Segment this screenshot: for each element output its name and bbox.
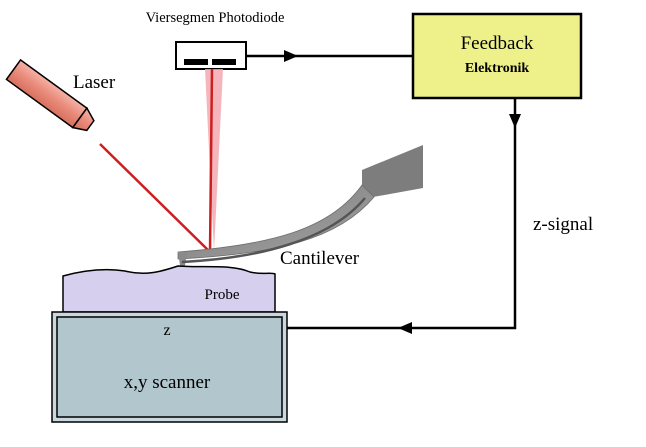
- feedback-title: Feedback: [461, 33, 534, 54]
- photodiode-label: Viersegmen Photodiode: [146, 10, 285, 26]
- photodiode: [175, 41, 247, 70]
- z-axis-label: z: [163, 322, 170, 339]
- probe-sample: [62, 265, 276, 313]
- laser-label: Laser: [73, 72, 116, 93]
- z-signal-line: [287, 98, 521, 334]
- z-signal-label: z-signal: [533, 214, 593, 235]
- laser-source: [5, 58, 95, 132]
- scanner-label: x,y scanner: [124, 372, 211, 393]
- feedback-electronics-box: [411, 12, 583, 100]
- cantilever: [177, 145, 423, 272]
- photodiode-to-feedback-arrow: [246, 50, 413, 62]
- laser-beam: [99, 68, 223, 253]
- xy-scanner: [51, 311, 288, 423]
- probe-label: Probe: [205, 287, 240, 303]
- feedback-subtitle: Elektronik: [465, 61, 530, 76]
- cantilever-label: Cantilever: [280, 248, 360, 269]
